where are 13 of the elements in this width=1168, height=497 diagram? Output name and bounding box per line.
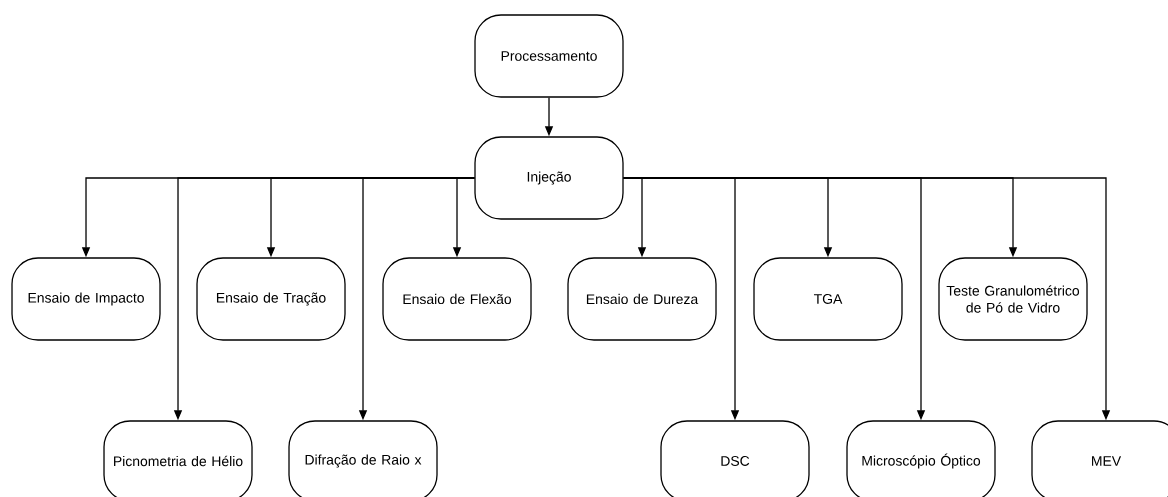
- process-box: Injeção: [474, 136, 624, 220]
- process-box: MEV: [1031, 420, 1168, 497]
- process-box: Ensaio de Tração: [196, 257, 346, 341]
- process-box: Ensaio de Flexão: [382, 257, 532, 341]
- process-box: Ensaio de Dureza: [567, 257, 717, 341]
- process-box: Teste Granulométrico de Pó de Vidro: [938, 257, 1088, 341]
- process-box: Difração de Raio x: [288, 420, 438, 497]
- process-box: TGA: [753, 257, 903, 341]
- process-box: Processamento: [474, 14, 624, 98]
- process-box: DSC: [660, 420, 810, 497]
- process-box: Picnometria de Hélio: [103, 420, 253, 497]
- process-box: Ensaio de Impacto: [11, 257, 161, 341]
- process-box: Microscópio Óptico: [846, 420, 996, 497]
